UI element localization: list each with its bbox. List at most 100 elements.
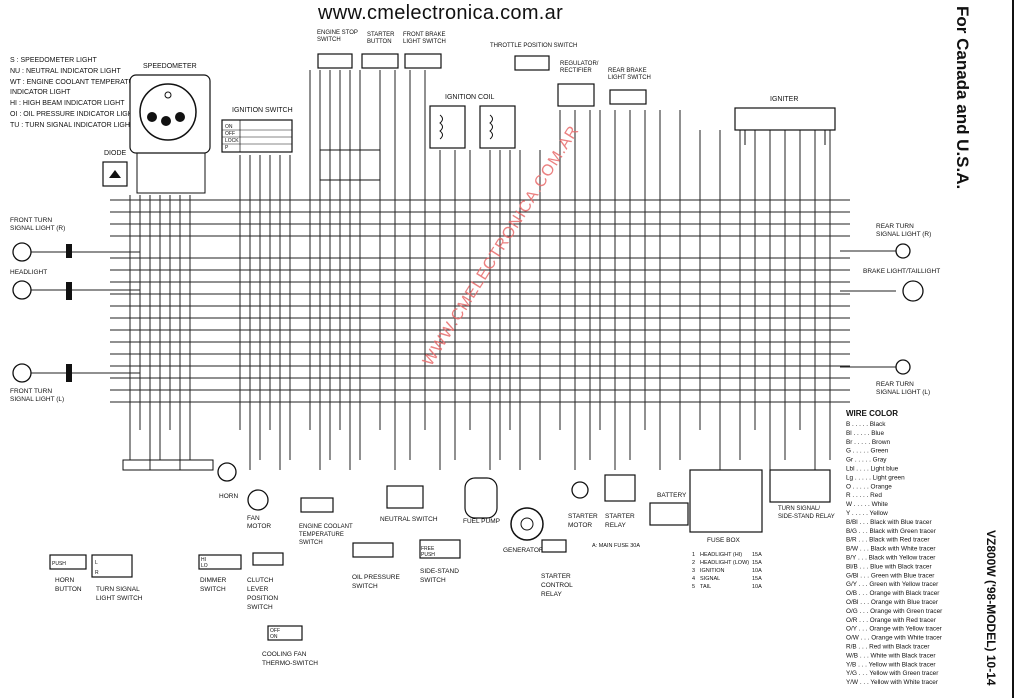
- headlight-label: HEADLIGHT: [10, 269, 47, 276]
- tps-label: THROTTLE POSITION SWITCH: [490, 43, 577, 49]
- lamp-label: SIGNAL LIGHT (L): [876, 389, 930, 396]
- battery-label: BATTERY: [657, 492, 687, 499]
- generator: GENERATOR: [503, 507, 544, 554]
- wire-color-entry: B/W . . . Black with White tracer: [846, 546, 936, 553]
- wire-color-entry: B/Y . . . Black with Yellow tracer: [846, 555, 936, 562]
- clutch-lever-switch: CLUTCH LEVER POSITION SWITCH: [247, 552, 284, 611]
- fuse-row-cell: 2: [692, 560, 695, 566]
- wire-color-entry: R/B . . . Red with Black tracer: [846, 644, 930, 651]
- front-brake-label: LIGHT SWITCH: [403, 39, 446, 45]
- starter-button-label: BUTTON: [367, 39, 392, 45]
- side-stand-switch: FREE PUSH SIDE-STAND SWITCH: [419, 539, 461, 584]
- horn-button-label: BUTTON: [55, 586, 82, 593]
- wire-color-entry: R . . . . . Red: [846, 492, 882, 499]
- generator-label: GENERATOR: [503, 547, 544, 554]
- clutch-label: LEVER: [247, 586, 269, 593]
- igniter: IGNITER: [734, 96, 836, 145]
- starter-relay-label: STARTER: [605, 513, 635, 520]
- engine-stop-label: SWITCH: [317, 37, 341, 43]
- horn-button-label: HORN: [55, 577, 74, 584]
- wire-color-entry: O/B . . . Orange with Black tracer: [846, 590, 940, 597]
- switch-pos-label: ON: [225, 124, 233, 130]
- wire-color-entry: B/G . . . Black with Green tracer: [846, 528, 937, 535]
- indicator-key-line: TU : TURN SIGNAL INDICATOR LIGHT: [10, 122, 135, 129]
- lamp-label: BRAKE LIGHT/TAILLIGHT: [863, 268, 940, 275]
- side-stand-label: SIDE-STAND: [420, 568, 459, 575]
- wire-color-entry: Y . . . . . Yellow: [846, 510, 888, 517]
- indicator-key-line: INDICATOR LIGHT: [10, 89, 71, 96]
- oil-switch-label: SWITCH: [352, 583, 378, 590]
- headlight: HEADLIGHT: [10, 269, 72, 300]
- dimmer-label: SWITCH: [200, 586, 226, 593]
- fuel-pump: FUEL PUMP: [463, 477, 500, 525]
- fuse-row-cell: 15A: [752, 552, 762, 558]
- page-edge-line: [1012, 0, 1014, 698]
- indicator-key-line: OI : OIL PRESSURE INDICATOR LIGHT: [10, 111, 138, 118]
- fuse-row-cell: 15A: [752, 560, 762, 566]
- indicator-key-line: S : SPEEDOMETER LIGHT: [10, 57, 97, 64]
- wire-color-entry: O/Y . . . Orange with Yellow tracer: [846, 626, 943, 633]
- wire-color-entry: Gr . . . . . Gray: [846, 457, 887, 464]
- wire-color-entry: B/Bl . . . Black with Blue tracer: [846, 519, 932, 526]
- switch-pos-label: LO: [201, 563, 208, 569]
- turn-relay-label: TURN SIGNAL/: [778, 506, 820, 512]
- side-stand-label: SWITCH: [420, 577, 446, 584]
- lamp-label: REAR TURN: [876, 223, 914, 230]
- fan-motor-label: FAN: [247, 515, 260, 522]
- oil-switch-label: OIL PRESSURE: [352, 574, 400, 581]
- switch-pos-label: PUSH: [52, 561, 66, 567]
- turn-signal-switch: L R TURN SIGNAL LIGHT SWITCH: [91, 554, 143, 602]
- wire-color-entry: Lg . . . . . Light green: [846, 474, 905, 481]
- wire-color-entry: O/G . . . Orange with Green tracer: [846, 608, 943, 615]
- dimmer-label: DIMMER: [200, 577, 227, 584]
- lamp-label: SIGNAL LIGHT (L): [10, 396, 64, 403]
- switch-pos-label: LOCK: [225, 138, 239, 144]
- fuse-row-cell: 10A: [752, 584, 762, 590]
- wire-color-title: WIRE COLOR: [846, 409, 898, 418]
- lamp-label: FRONT TURN: [10, 217, 52, 224]
- thermo-label: THERMO-SWITCH: [262, 660, 318, 667]
- indicator-key-line: HI : HIGH BEAM INDICATOR LIGHT: [10, 100, 125, 107]
- wire-color-entry: Bl . . . . . Blue: [846, 430, 884, 437]
- ignition-switch-label: IGNITION SWITCH: [232, 107, 293, 114]
- starter-motor-label: STARTER: [568, 513, 598, 520]
- turn-signal-relay: TURN SIGNAL/ SIDE-STAND RELAY: [769, 469, 835, 520]
- front-brake-label: FRONT BRAKE: [403, 32, 446, 38]
- coolant-switch-label: ENGINE COOLANT: [299, 524, 353, 530]
- scr-label: RELAY: [541, 591, 562, 598]
- lamp-label: SIGNAL LIGHT (R): [876, 231, 931, 238]
- switch-pos-label: HI: [201, 557, 206, 563]
- indicator-key-line: WT : ENGINE COOLANT TEMPERATURE: [10, 79, 144, 86]
- fuse-row-cell: HEADLIGHT (LOW): [700, 560, 749, 566]
- dimmer-switch: HI LO DIMMER SWITCH: [198, 554, 242, 593]
- horn-button: PUSH HORN BUTTON: [49, 554, 87, 593]
- wire-color-entry: W . . . . . White: [846, 501, 888, 508]
- throttle-position-switch: THROTTLE POSITION SWITCH: [490, 43, 577, 71]
- fan-motor-label: MOTOR: [247, 523, 271, 530]
- fuel-pump-label: FUEL PUMP: [463, 518, 500, 525]
- wire-color-entry: Bl/B . . . Blue with Black tracer: [846, 563, 932, 570]
- starter-relay-label: RELAY: [605, 522, 626, 529]
- wire-color-entry: O . . . . . Orange: [846, 483, 892, 490]
- wire-harness: [31, 70, 896, 470]
- clutch-label: CLUTCH: [247, 577, 274, 584]
- fuse-row-cell: 3: [692, 568, 695, 574]
- switch-pos-label: OFF: [270, 628, 280, 634]
- wire-color-entry: W/B . . . White with Black tracer: [846, 652, 936, 659]
- fuse-row-cell: 1: [692, 552, 695, 558]
- regulator-rectifier: REGULATOR/ RECTIFIER: [557, 61, 599, 107]
- ignition-coil: IGNITION COIL: [429, 94, 516, 149]
- handlebar-switches-right: ENGINE STOP SWITCH STARTER BUTTON FRONT …: [317, 30, 446, 181]
- lamp-label: REAR TURN: [876, 381, 914, 388]
- starter-relay: STARTER RELAY: [604, 474, 636, 529]
- switch-pos-label: ON: [270, 634, 278, 640]
- neutral-switch-label: NEUTRAL SWITCH: [380, 516, 438, 523]
- oil-pressure-switch: OIL PRESSURE SWITCH: [352, 542, 400, 590]
- ignition-switch: IGNITION SWITCH ON OFF LOCK P: [221, 107, 293, 153]
- rear-brake-label: LIGHT SWITCH: [608, 75, 651, 81]
- fuse-row-cell: HEADLIGHT (HI): [700, 552, 742, 558]
- front-turn-signal-right: FRONT TURN SIGNAL LIGHT (R): [10, 217, 72, 262]
